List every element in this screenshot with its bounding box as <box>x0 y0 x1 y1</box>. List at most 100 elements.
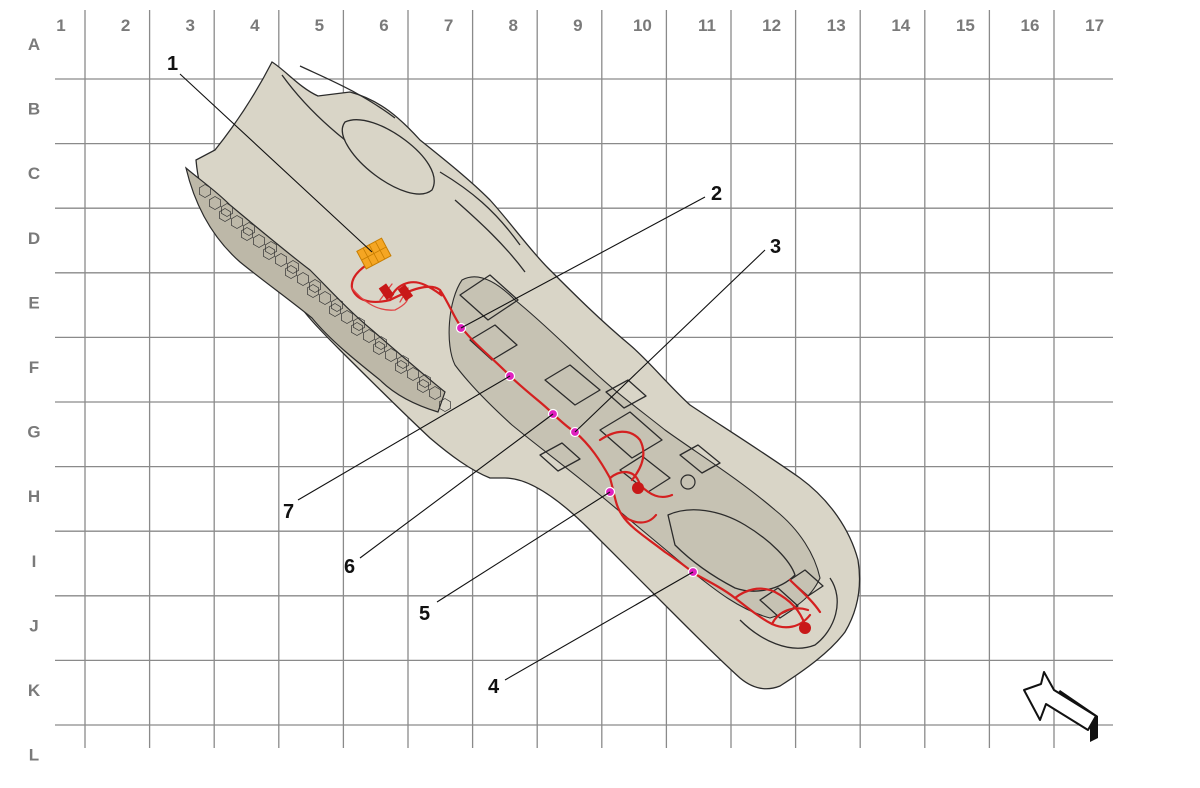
hex-cell <box>341 310 353 324</box>
callout-3: 3 <box>770 236 781 258</box>
hex-cell <box>353 317 365 331</box>
storage-bin <box>667 509 796 592</box>
leader-4 <box>504 571 694 681</box>
row-label: F <box>29 358 39 377</box>
hex-cell <box>219 208 231 222</box>
hex-cell <box>263 246 275 260</box>
hex-cell <box>439 398 451 412</box>
column-label: 15 <box>956 16 975 35</box>
armrest-ridge <box>281 65 526 273</box>
relay-connector <box>632 482 644 494</box>
plug-connector-b <box>397 284 414 302</box>
row-label: I <box>32 552 37 571</box>
hex-cell <box>397 355 409 369</box>
harness-branch-mid <box>598 430 674 524</box>
hex-cell <box>373 341 385 355</box>
row-label: K <box>28 681 41 700</box>
row-labels: A B C D E F G H I J K L <box>27 35 40 765</box>
hex-cell <box>209 196 221 210</box>
column-label: 3 <box>185 16 194 35</box>
column-label: 6 <box>379 16 388 35</box>
column-label: 16 <box>1021 16 1040 35</box>
plug-connector-a <box>378 283 395 301</box>
side-panel-left <box>184 166 446 413</box>
row-label: A <box>28 35 40 54</box>
hex-cell <box>319 291 331 305</box>
leader-2 <box>460 196 706 329</box>
sensor-connector <box>680 474 696 490</box>
column-label: 5 <box>315 16 324 35</box>
front-module <box>459 274 601 406</box>
row-label: E <box>28 293 39 312</box>
callout-leaders <box>179 73 766 681</box>
hex-cell <box>351 322 363 336</box>
row-label: L <box>29 746 39 765</box>
hex-cell <box>419 374 431 388</box>
cup-holder-grid-1 <box>539 379 647 472</box>
column-label: 9 <box>573 16 582 35</box>
hex-cell <box>287 260 299 274</box>
column-label: 4 <box>250 16 260 35</box>
harness-branch-upper <box>388 281 443 302</box>
center-console <box>184 61 861 690</box>
hex-cell <box>231 215 243 229</box>
leader-5 <box>436 491 611 603</box>
side-panel-hex-pattern <box>199 184 451 412</box>
leader-7 <box>297 375 511 501</box>
armrest-slot <box>341 119 435 195</box>
column-label: 17 <box>1085 16 1104 35</box>
hex-cell <box>385 348 397 362</box>
column-label: 7 <box>444 16 453 35</box>
hex-cell <box>407 367 419 381</box>
hex-cell <box>265 241 277 255</box>
callout-2: 2 <box>711 183 722 205</box>
row-label: D <box>28 229 40 248</box>
hex-cell <box>243 222 255 236</box>
hex-cell <box>297 272 309 286</box>
hex-cell <box>199 184 211 198</box>
column-label: 2 <box>121 16 130 35</box>
column-label: 11 <box>698 16 716 35</box>
leader-3 <box>574 249 766 433</box>
column-label: 10 <box>633 16 652 35</box>
hex-cell <box>363 329 375 343</box>
callout-5: 5 <box>419 603 430 625</box>
hex-cell <box>221 203 233 217</box>
hex-cell <box>429 386 441 400</box>
hex-cell <box>395 360 407 374</box>
column-label: 1 <box>56 16 65 35</box>
column-label: 8 <box>508 16 517 35</box>
callout-4: 4 <box>488 676 500 698</box>
hex-cell <box>253 234 265 248</box>
hex-cell <box>331 298 343 312</box>
column-label: 13 <box>827 16 846 35</box>
callout-7: 7 <box>283 501 294 523</box>
row-label: C <box>28 164 40 183</box>
hex-cell <box>417 379 429 393</box>
hex-cell <box>309 279 321 293</box>
fuse-box-icon <box>356 237 392 270</box>
callout-labels: 1 2 3 4 5 6 7 <box>167 53 781 698</box>
row-label: B <box>28 100 40 119</box>
hex-cell <box>285 265 297 279</box>
hex-cell <box>375 336 387 350</box>
leader-6 <box>359 413 554 559</box>
row-label: H <box>28 487 40 506</box>
direction-arrow-icon <box>1023 671 1098 742</box>
row-label: G <box>27 423 40 442</box>
column-label: 14 <box>891 16 910 35</box>
harness-branch-rear <box>733 578 822 627</box>
hex-cell <box>275 253 287 267</box>
hex-cell <box>307 284 319 298</box>
hex-cell <box>329 303 341 317</box>
row-label: J <box>29 616 38 635</box>
callout-6: 6 <box>344 556 355 578</box>
leader-1 <box>179 73 373 253</box>
column-label: 12 <box>762 16 781 35</box>
console-inner-tray <box>448 276 821 619</box>
callout-1: 1 <box>167 53 178 75</box>
hex-cell <box>241 227 253 241</box>
